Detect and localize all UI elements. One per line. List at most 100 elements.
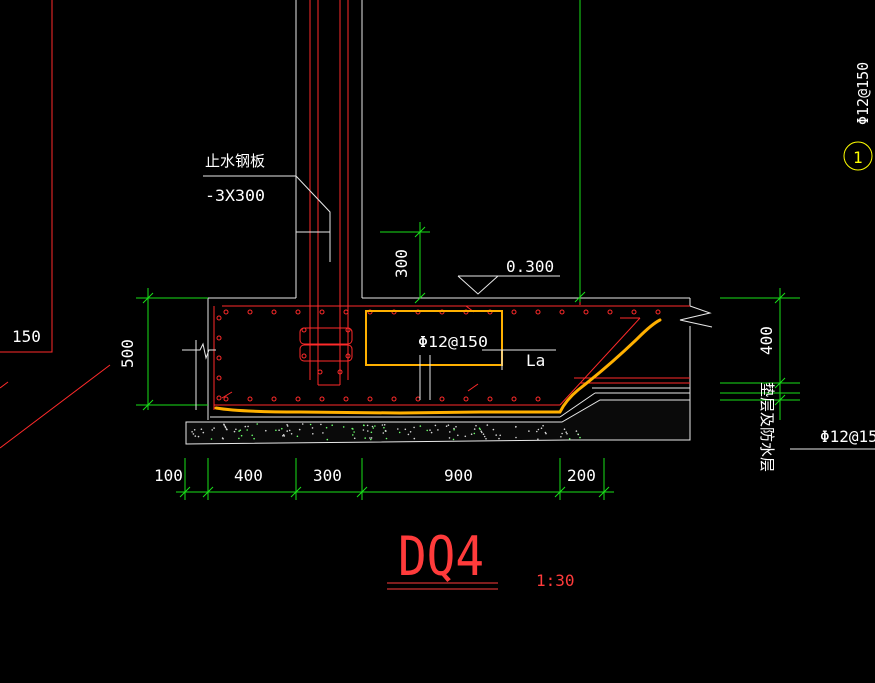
rebar-lines: [0, 0, 690, 449]
drawing-title: DQ4 1:30: [387, 525, 575, 590]
right-rebar-spec: Φ12@15: [820, 427, 875, 446]
cushion-speckle: [200, 428, 203, 431]
cushion-speckle: [265, 429, 267, 432]
cushion-speckle: [407, 433, 410, 436]
cushion-speckle: [362, 424, 365, 427]
cushion-speckle: [191, 431, 193, 433]
rebar-section-dot: [216, 375, 222, 381]
cushion-speckle: [353, 437, 356, 440]
anchor-label: La: [526, 351, 545, 370]
cushion-speckle: [429, 429, 431, 431]
cushion-speckle: [419, 425, 422, 427]
rebar-section-dot: [655, 309, 661, 315]
cushion-speckle: [537, 428, 540, 431]
rebar-dots: [216, 309, 661, 402]
rebar-section-dot: [631, 309, 637, 315]
cushion-speckle: [455, 425, 457, 428]
highlighted-rebar: [214, 318, 662, 415]
cushion-speckle: [445, 425, 448, 428]
cushion-speckle: [286, 425, 289, 427]
cushion-speckle: [244, 425, 247, 428]
cushion-speckle: [296, 435, 299, 438]
cushion-speckle: [283, 435, 286, 437]
section-callout[interactable]: 1 Φ12@150: [843, 62, 873, 171]
cushion-speckle: [286, 424, 288, 426]
cushion-speckle: [364, 437, 367, 439]
cushion-speckle: [342, 426, 345, 428]
rebar-section-dot: [367, 396, 373, 402]
cushion-speckle: [426, 429, 429, 432]
cushion-speckle: [247, 425, 249, 428]
dim-bottom-4: 900: [444, 466, 473, 485]
cushion-speckle: [202, 431, 205, 434]
rebar-section-dot: [607, 309, 613, 315]
rebar-callout-box[interactable]: [365, 310, 503, 366]
cushion-speckle: [481, 431, 483, 434]
drawing-title-text: DQ4: [398, 525, 484, 588]
cushion-speckle: [579, 436, 581, 439]
cushion-speckle: [470, 433, 473, 436]
dim-top-offset: 300: [392, 249, 411, 278]
cushion-speckle: [385, 437, 388, 440]
cushion-speckle: [288, 429, 291, 432]
cushion-speckle: [223, 424, 226, 426]
cushion-speckle: [239, 429, 242, 432]
cushion-speckle: [370, 438, 372, 441]
rebar-section-dot: [343, 309, 349, 315]
cushion-speckle: [577, 433, 580, 436]
cushion-speckle: [298, 428, 301, 431]
rebar-section-dot: [415, 396, 421, 402]
cushion-speckle: [320, 423, 322, 426]
dim-left-edge: 150: [12, 327, 41, 346]
cushion-speckle: [568, 438, 571, 440]
rebar-section-dot: [463, 396, 469, 402]
cushion-speckle: [281, 427, 283, 430]
cushion-speckle: [383, 424, 386, 426]
waterstop-name: 止水钢板: [205, 152, 265, 170]
cushion-speckle: [437, 429, 439, 431]
cushion-speckle: [475, 424, 477, 427]
dimension-lines: [136, 0, 800, 500]
cushion-speckle: [563, 428, 566, 431]
cushion-speckle: [448, 437, 451, 439]
rebar-section-dot: [216, 355, 222, 361]
rebar-section-dot: [511, 309, 517, 315]
cushion-speckles: [191, 423, 581, 441]
cushion-speckle: [492, 428, 495, 431]
cushion-speckle: [326, 438, 329, 441]
cushion-speckle: [222, 438, 224, 440]
cushion-speckle: [515, 436, 517, 439]
cushion-speckle: [447, 424, 450, 427]
cushion-speckle: [370, 437, 373, 439]
rebar-section-dot: [391, 396, 397, 402]
cushion-speckle: [331, 424, 334, 427]
cushion-speckle: [540, 427, 543, 430]
cushion-speckle: [312, 433, 314, 435]
cushion-speckle: [213, 427, 215, 429]
rebar-section-dot: [247, 309, 253, 315]
cushion-speckle: [449, 431, 451, 433]
drawing-scale: 1:30: [536, 571, 575, 590]
cushion-speckle: [238, 430, 240, 432]
cushion-speckle: [290, 433, 293, 435]
cushion-speckle: [369, 437, 371, 439]
cushion-speckle: [374, 425, 376, 427]
rebar-section-dot: [487, 396, 493, 402]
cushion-speckle: [485, 438, 487, 440]
cushion-speckle: [473, 428, 476, 430]
rebar-section-dot: [223, 396, 229, 402]
concrete-outline: [207, 0, 713, 440]
cushion-speckle: [282, 435, 284, 437]
cushion-speckle: [453, 427, 455, 430]
cushion-speckle: [367, 430, 369, 432]
cushion-speckle: [253, 437, 255, 440]
cushion-speckle: [404, 428, 407, 431]
cushion-speckle: [464, 435, 467, 438]
cushion-speckle: [311, 427, 314, 429]
cushion-speckle: [370, 431, 373, 434]
rebar-section-dot: [216, 395, 222, 401]
cushion-speckle: [286, 430, 289, 432]
waterstop-size: -3X300: [205, 186, 265, 205]
cushion-speckle: [565, 431, 567, 434]
